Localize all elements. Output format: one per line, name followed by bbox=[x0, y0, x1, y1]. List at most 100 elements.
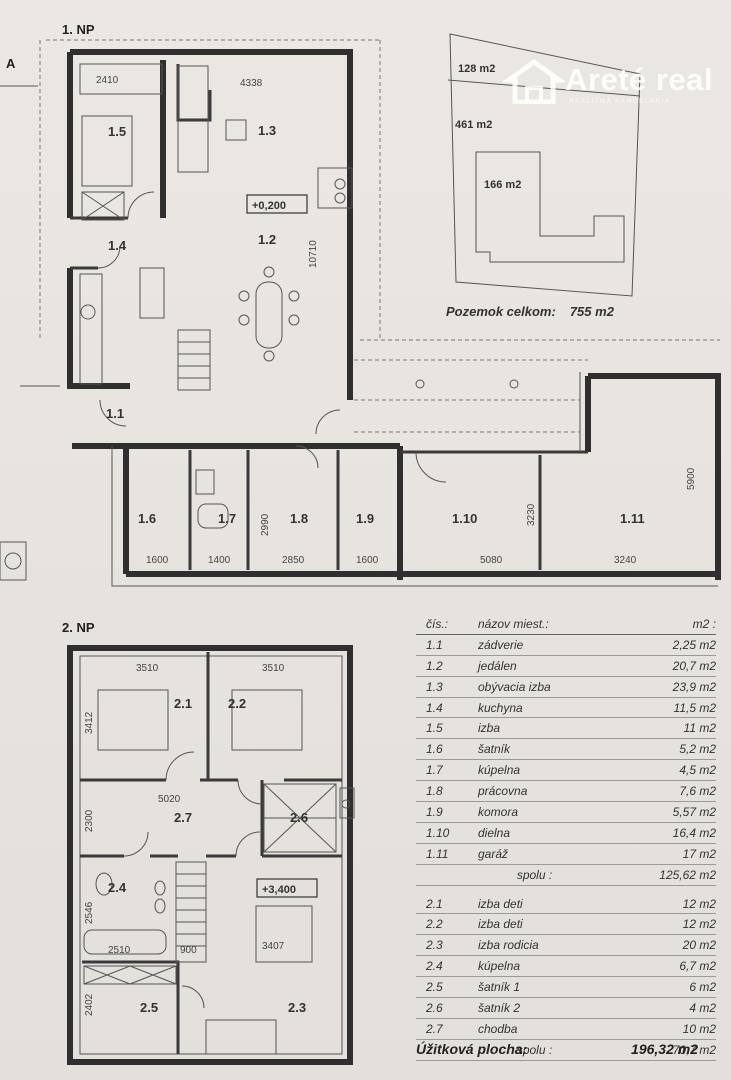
site-area-mid: 461 m2 bbox=[455, 119, 492, 131]
door-swing bbox=[415, 451, 447, 483]
svg-text:2410: 2410 bbox=[96, 75, 119, 86]
dining-table bbox=[255, 281, 283, 349]
table-cell-area: 6 m2 bbox=[689, 980, 716, 995]
room-label-2.5: 2.5 bbox=[140, 1000, 158, 1015]
site-division bbox=[447, 79, 641, 97]
room-label-1.1: 1.1 bbox=[106, 406, 124, 421]
logo-name: Areté real bbox=[565, 62, 714, 97]
table-cell-num: 1.3 bbox=[426, 679, 443, 694]
table-cell-area: 2,25 m2 bbox=[672, 637, 716, 652]
table-cell-name: kúpelna bbox=[478, 763, 521, 778]
coffee-table bbox=[225, 119, 247, 141]
svg-text:900: 900 bbox=[180, 945, 197, 956]
axis-mark: A bbox=[6, 56, 16, 71]
wall bbox=[176, 64, 212, 122]
house-logo-icon bbox=[503, 58, 565, 104]
usable-area-label: Úžitková plocha: bbox=[416, 1041, 528, 1057]
table-cell-num: 1.11 bbox=[426, 846, 449, 861]
table-cell-area: 4 m2 bbox=[689, 1000, 716, 1015]
table-cell-name: izba deti bbox=[478, 917, 523, 932]
table-cell-name: prácovna bbox=[478, 784, 528, 799]
table-cell-area: 16,4 m2 bbox=[672, 825, 716, 840]
table-cell-num: 1.7 bbox=[426, 763, 443, 778]
table-cell-num: 1.4 bbox=[426, 700, 443, 715]
staircase bbox=[177, 329, 211, 391]
wall bbox=[67, 268, 130, 389]
table-cell-area: 12 m2 bbox=[682, 896, 716, 911]
table-cell-num: 1.6 bbox=[426, 742, 443, 757]
room-label-1.3: 1.3 bbox=[258, 123, 276, 138]
table-row: 1.7 kúpelna 4,5 m2 bbox=[416, 760, 716, 782]
table-cell-num: 1.1 bbox=[426, 637, 443, 652]
table-cell-name: komora bbox=[478, 804, 519, 819]
stove bbox=[317, 167, 353, 209]
wall-line bbox=[111, 446, 718, 587]
table-cell-area: 10 m2 bbox=[682, 1021, 716, 1036]
room-label-1.7: 1.7 bbox=[218, 511, 236, 526]
usable-area-total: Úžitková plocha: 196,32 m2 bbox=[416, 1041, 698, 1057]
table-cell-area: 20 m2 bbox=[682, 938, 716, 953]
table-cell-name: garáž bbox=[478, 846, 509, 861]
table-cell-area: 4,5 m2 bbox=[679, 763, 716, 778]
table-cell-num: 1.10 bbox=[426, 825, 450, 840]
table-cell-name: dielna bbox=[478, 825, 511, 840]
table-row: 2.6 šatník 2 4 m2 bbox=[416, 998, 716, 1019]
svg-text:3510: 3510 bbox=[136, 663, 159, 674]
svg-text:2850: 2850 bbox=[282, 555, 305, 566]
svg-text:10710: 10710 bbox=[308, 240, 319, 268]
bed bbox=[255, 905, 313, 963]
room-label-2.2: 2.2 bbox=[228, 696, 246, 711]
svg-text:3240: 3240 bbox=[614, 555, 637, 566]
table-cell-num: 2.7 bbox=[426, 1021, 443, 1036]
table-cell-num: 2.3 bbox=[426, 938, 443, 953]
door-swing bbox=[97, 245, 121, 269]
svg-text:1600: 1600 bbox=[356, 555, 379, 566]
floor1-sum-row: spolu : 125,62 m2 bbox=[416, 865, 716, 886]
table-cell-num: 1.9 bbox=[426, 804, 443, 819]
svg-text:3412: 3412 bbox=[84, 711, 95, 734]
table-cell-name: zádverie bbox=[478, 637, 524, 652]
table-cell-num: 2.6 bbox=[426, 1000, 443, 1015]
table-cell-name: šatník 1 bbox=[478, 980, 521, 995]
wall bbox=[70, 49, 353, 400]
wardrobe bbox=[81, 191, 125, 221]
svg-text:5900: 5900 bbox=[686, 467, 697, 490]
door-swing bbox=[295, 445, 319, 469]
room-label-1.10: 1.10 bbox=[452, 511, 477, 526]
floor1-level: +0,200 bbox=[252, 200, 286, 212]
terrace-line bbox=[354, 359, 588, 433]
room-label-2.7: 2.7 bbox=[174, 810, 192, 825]
svg-text:1400: 1400 bbox=[208, 555, 231, 566]
table-cell-area: 11,5 m2 bbox=[673, 700, 716, 715]
table-cell-num: 1.8 bbox=[426, 784, 443, 799]
table-cell-num: 1.5 bbox=[426, 721, 443, 736]
table-cell-area: 7,6 m2 bbox=[679, 784, 716, 799]
table-cell-name: šatník bbox=[478, 742, 511, 757]
svg-text:4338: 4338 bbox=[240, 78, 263, 89]
toilet bbox=[197, 503, 229, 529]
room-label-1.11: 1.11 bbox=[620, 511, 645, 526]
staircase bbox=[175, 861, 207, 963]
door-swing bbox=[127, 191, 155, 219]
room-label-1.2: 1.2 bbox=[258, 232, 276, 247]
kitchen-counter bbox=[79, 63, 163, 95]
table-cell-name: izba bbox=[478, 721, 501, 736]
svg-text:2300: 2300 bbox=[84, 809, 95, 832]
bathtub bbox=[83, 929, 167, 955]
level-box bbox=[246, 194, 308, 214]
wall-line bbox=[79, 655, 343, 1055]
table-cell-name: šatník 2 bbox=[478, 1000, 521, 1015]
door-swing bbox=[123, 751, 263, 1009]
svg-text:5080: 5080 bbox=[480, 555, 503, 566]
